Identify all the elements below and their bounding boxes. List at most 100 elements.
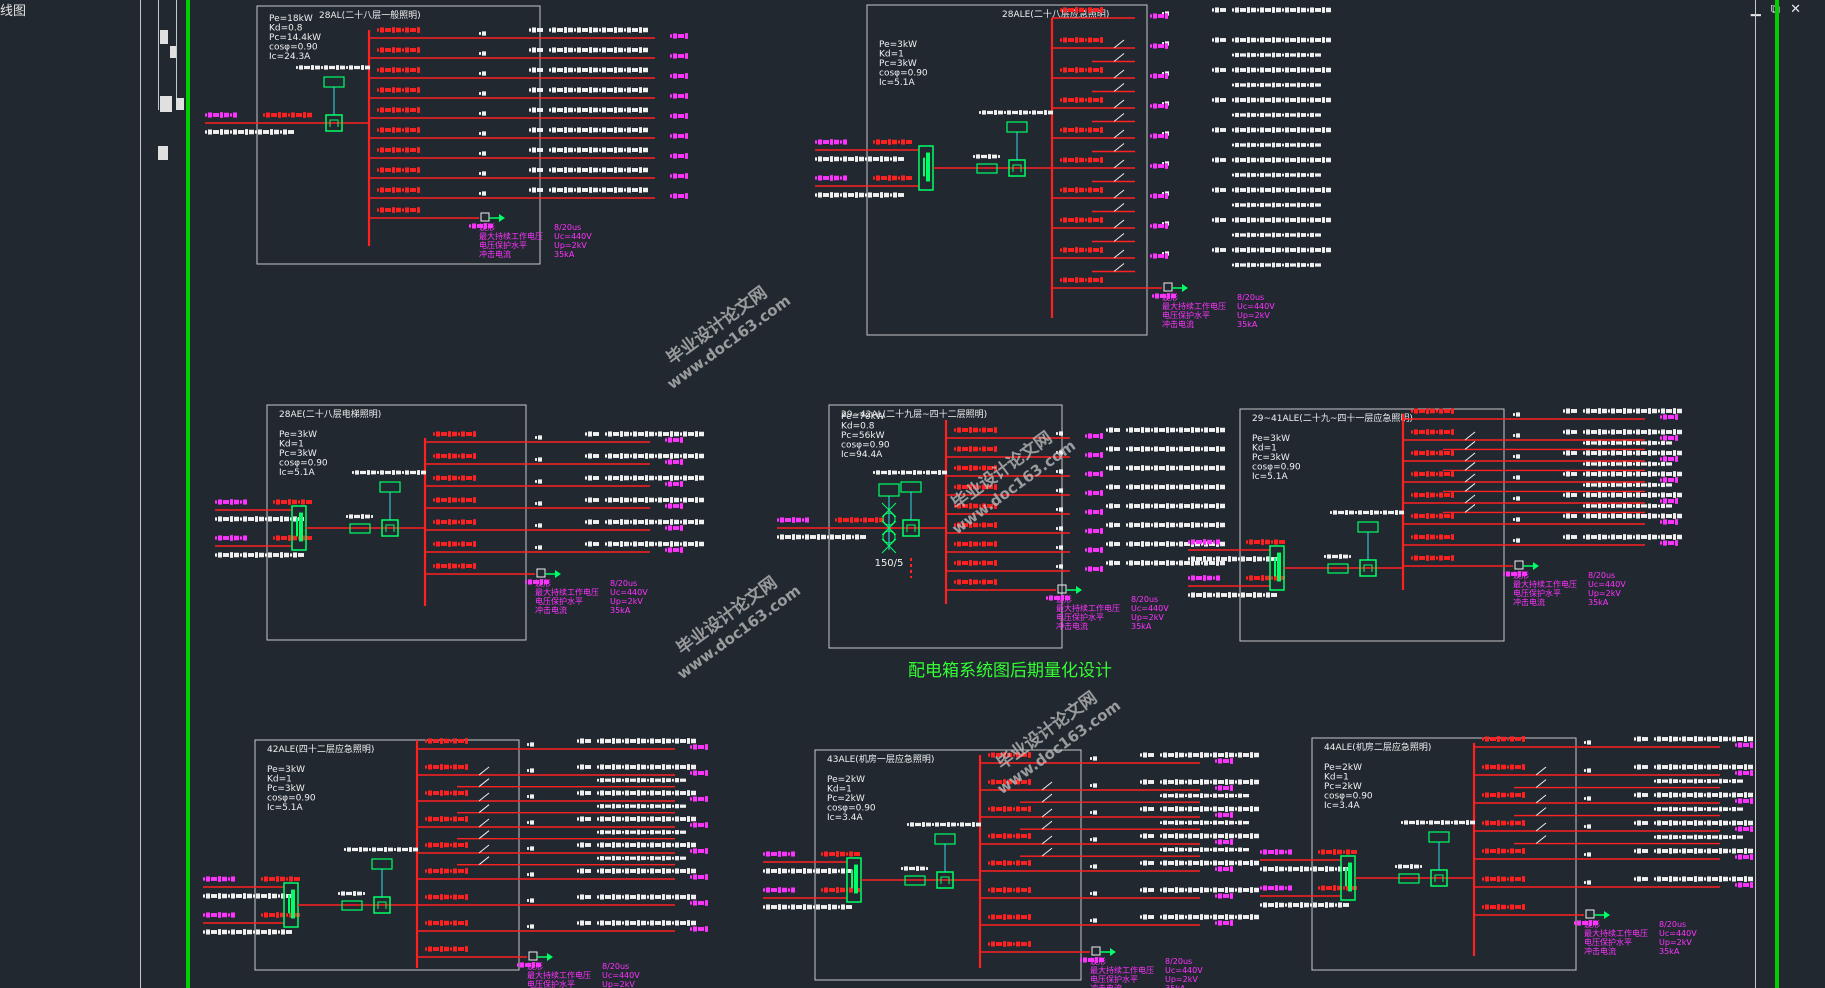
- circuit-number: [1212, 97, 1226, 103]
- branch-circuit[interactable]: [1403, 534, 1682, 546]
- incoming-feed[interactable]: [205, 65, 370, 135]
- incoming-feed[interactable]: [763, 822, 981, 910]
- branch-circuit[interactable]: [417, 868, 708, 880]
- branch-circuit[interactable]: [980, 887, 1259, 899]
- branch-circuit[interactable]: [425, 431, 704, 443]
- branch-circuit[interactable]: [946, 427, 1225, 439]
- incoming-feed[interactable]: [1260, 820, 1475, 908]
- branch-circuit[interactable]: [980, 941, 1116, 963]
- branch-circuit[interactable]: [946, 541, 1225, 553]
- branch-circuit[interactable]: [425, 563, 561, 585]
- panel-p6[interactable]: 42ALE(四十二层应急照明)Pe=3kWKd=1Pc=3kWcosφ=0.90…: [203, 738, 708, 988]
- branch-circuit[interactable]: [369, 47, 688, 59]
- load-label: [1215, 839, 1233, 845]
- branch-circuit[interactable]: [417, 738, 708, 750]
- branch-circuit[interactable]: [417, 842, 708, 866]
- breaker-label: [377, 147, 420, 153]
- branch-circuit[interactable]: [1052, 187, 1331, 213]
- incoming-feed[interactable]: [777, 470, 947, 540]
- monitor-module-icon: [1006, 121, 1028, 133]
- branch-circuit[interactable]: [369, 187, 688, 199]
- incoming-feed[interactable]: [1188, 510, 1404, 598]
- branch-circuit[interactable]: [425, 475, 704, 487]
- branch-circuit[interactable]: [425, 541, 704, 553]
- branch-circuit[interactable]: [417, 764, 708, 788]
- branch-circuit[interactable]: [1052, 67, 1331, 93]
- branch-circuit[interactable]: [1474, 848, 1753, 860]
- branch-circuit[interactable]: [1052, 247, 1331, 273]
- panel-border: [254, 739, 520, 971]
- surge-note-line: 冲击电流: [1513, 597, 1545, 607]
- branch-circuit[interactable]: [946, 579, 1082, 601]
- branch-circuit[interactable]: [417, 816, 708, 840]
- branch-circuit[interactable]: [980, 860, 1259, 872]
- cable-spec: [1160, 887, 1259, 893]
- branch-circuit[interactable]: [369, 127, 688, 139]
- branch-circuit[interactable]: [425, 497, 704, 509]
- branch-circuit[interactable]: [369, 27, 688, 39]
- branch-circuit[interactable]: [946, 522, 1225, 534]
- branch-circuit[interactable]: [1052, 127, 1331, 153]
- load-label: [670, 113, 688, 119]
- branch-circuit[interactable]: [417, 946, 553, 968]
- branch-circuit[interactable]: [946, 484, 1225, 496]
- incoming-feed[interactable]: [203, 847, 418, 935]
- incoming-feed[interactable]: [815, 110, 1053, 198]
- branch-circuit[interactable]: [1474, 904, 1610, 926]
- branch-circuit[interactable]: [946, 503, 1225, 515]
- source-label: [205, 112, 237, 118]
- branch-circuit[interactable]: [980, 752, 1259, 764]
- branch-circuit[interactable]: [1403, 408, 1682, 420]
- branch-circuit[interactable]: [369, 87, 688, 99]
- branch-circuit[interactable]: [946, 446, 1225, 458]
- branch-circuit[interactable]: [1474, 876, 1753, 888]
- branch-circuit[interactable]: [417, 790, 708, 814]
- branch-circuit[interactable]: [1403, 555, 1539, 577]
- branch-circuit[interactable]: [1403, 492, 1682, 514]
- branch-circuit[interactable]: [425, 519, 704, 531]
- load-label: [1085, 471, 1103, 477]
- branch-circuit[interactable]: [1052, 157, 1331, 183]
- branch-circuit[interactable]: [1474, 792, 1753, 817]
- branch-circuit[interactable]: [980, 806, 1259, 830]
- incoming-feed[interactable]: [215, 470, 426, 558]
- branch-circuit[interactable]: [417, 920, 708, 932]
- branch-circuit[interactable]: [1403, 450, 1682, 472]
- surge-note-line: 最大持续工作电压: [1513, 579, 1577, 589]
- branch-circuit[interactable]: [369, 207, 505, 229]
- branch-circuit[interactable]: [1052, 97, 1331, 123]
- branch-circuit[interactable]: [980, 914, 1259, 926]
- panel-p1[interactable]: 28AL(二十八层一般照明)Pe=18kWKd=0.8Pc=14.4kWcosφ…: [205, 5, 688, 265]
- panel-p3[interactable]: 28AE(二十八层电梯照明)Pe=3kWKd=1Pc=3kWcosφ=0.90I…: [215, 404, 704, 641]
- branch-circuit[interactable]: [1052, 217, 1331, 243]
- branch-circuit[interactable]: [946, 560, 1225, 572]
- cable-spec: [1232, 127, 1331, 133]
- branch-circuit[interactable]: [980, 779, 1259, 803]
- panel-p4[interactable]: 29~42AL(二十九层~四十二层照明)Pe=70kWKd=0.8Pc=56kW…: [777, 404, 1225, 649]
- branch-circuit[interactable]: [1403, 513, 1682, 525]
- close-icon[interactable]: ✕: [1790, 2, 1811, 17]
- panel-p2[interactable]: 28ALE(二十八层应急照明)Pe=3kWKd=1Pc=3kWcosφ=0.90…: [815, 4, 1331, 336]
- branch-circuit[interactable]: [1052, 7, 1331, 19]
- branch-circuit[interactable]: [1052, 37, 1331, 63]
- panel-p5[interactable]: 29~41ALE(二十九~四十一层应急照明)Pe=3kWKd=1Pc=3kWco…: [1188, 408, 1682, 642]
- panel-p8[interactable]: 44ALE(机房二层应急照明)Pe=2kWKd=1Pc=2kWcosφ=0.90…: [1260, 736, 1753, 971]
- panel-p7[interactable]: 43ALE(机房一层应急照明)Pe=2kWKd=1Pc=2kWcosφ=0.90…: [763, 749, 1259, 988]
- branch-circuit[interactable]: [369, 147, 688, 159]
- branch-circuit[interactable]: [369, 107, 688, 119]
- branch-circuit[interactable]: [1474, 736, 1753, 748]
- branch-circuit[interactable]: [1403, 429, 1682, 451]
- branch-circuit[interactable]: [1052, 277, 1188, 299]
- panel-param: Pe=3kW: [1252, 434, 1290, 444]
- branch-circuit[interactable]: [1474, 764, 1753, 789]
- branch-circuit[interactable]: [1403, 471, 1682, 493]
- branch-circuit[interactable]: [417, 894, 708, 906]
- branch-circuit[interactable]: [369, 67, 688, 79]
- feeder-cable-spec: [203, 893, 292, 899]
- branch-circuit[interactable]: [980, 833, 1259, 857]
- branch-circuit[interactable]: [946, 465, 1225, 477]
- branch-circuit[interactable]: [1474, 820, 1753, 845]
- branch-circuit[interactable]: [425, 453, 704, 465]
- branch-circuit[interactable]: [369, 167, 688, 179]
